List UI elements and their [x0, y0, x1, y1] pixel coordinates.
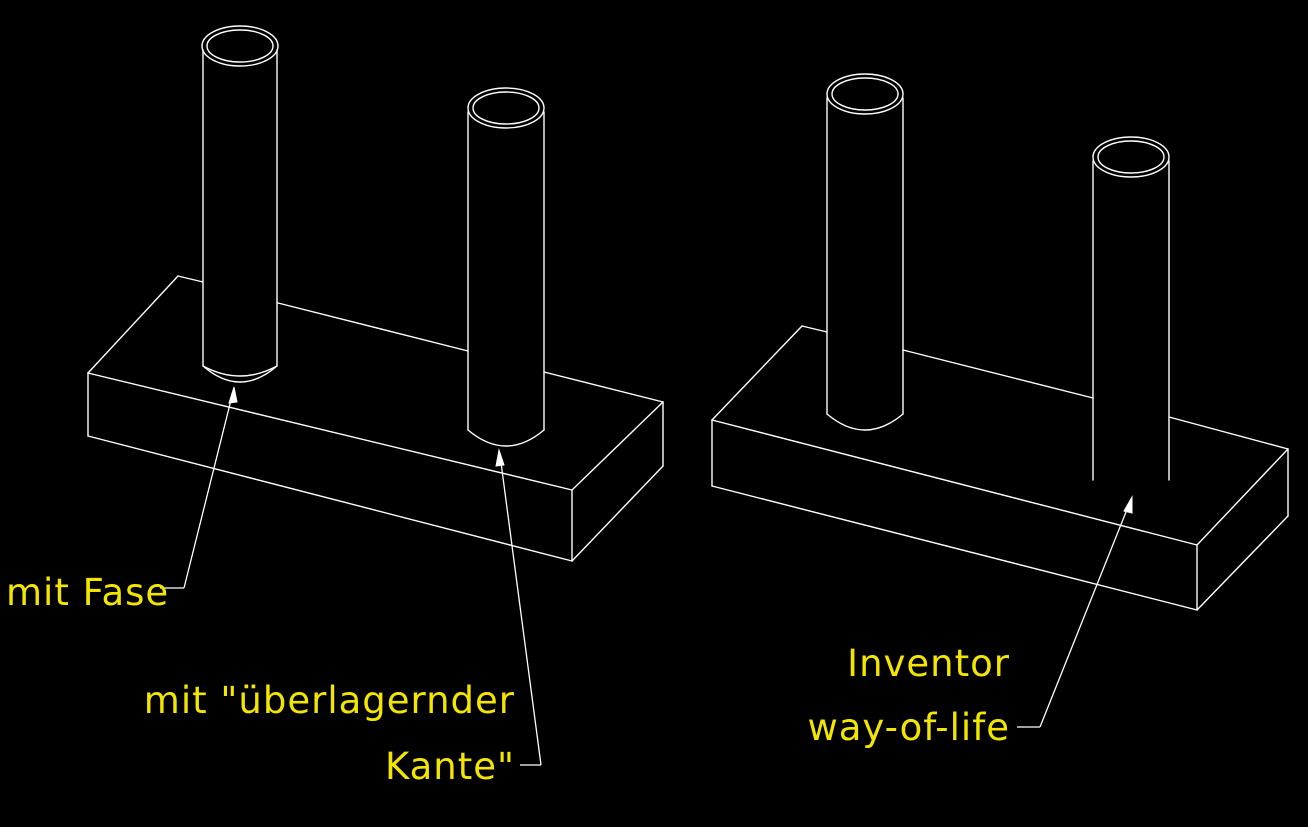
annotation-inventor-line2: way-of-life [807, 706, 1010, 749]
right-block-top-back-edge-b [902, 349, 1094, 399]
annotation-ueberlagernd-line2: Kante" [385, 745, 515, 788]
annotation-ueberlagernd-line1: mit "überlagernder [144, 679, 515, 722]
left-block-right-top-edge [571, 401, 664, 491]
pin4-top-inner [1097, 140, 1165, 174]
pin1-top-outer [201, 25, 279, 67]
pin2-top-outer [467, 87, 545, 129]
left-block-bottom-right-edge [571, 465, 664, 562]
right-block-top-left-edge [711, 325, 803, 421]
pin3-top-inner [831, 77, 899, 111]
left-block-bottom-front-edge [87, 435, 573, 562]
left-pin-chamfer [201, 25, 279, 383]
arrowhead [495, 448, 505, 467]
right-pin-1 [826, 73, 904, 431]
right-model [711, 73, 1289, 611]
pin1-bottom-curve [202, 365, 278, 383]
pin3-bottom-curve [826, 413, 904, 431]
left-block-top-back-edge-c [543, 371, 664, 403]
left-block-top-back-edge-b [277, 302, 469, 352]
left-base-block [87, 275, 664, 562]
left-pin-overlap [467, 87, 545, 447]
right-block-top-front-edge [711, 419, 1198, 546]
left-model [87, 25, 664, 562]
left-block-top-left-edge [87, 275, 179, 374]
left-block-top-front-edge [87, 372, 573, 491]
right-pin-2 [1092, 136, 1170, 481]
arrowhead [228, 386, 238, 404]
right-block-bottom-right-edge [1196, 515, 1289, 611]
right-block-top-back-edge-c [1168, 416, 1289, 450]
leader-mit-fase [160, 386, 238, 589]
right-block-right-top-edge [1196, 448, 1289, 546]
leader-ueberlagernd [495, 448, 542, 766]
pin1-bottom-chamfer [202, 365, 278, 377]
annotation-inventor-line1: Inventor [847, 642, 1010, 685]
right-block-top-back-edge-a [801, 325, 828, 333]
leader-inventor [1017, 495, 1133, 728]
pin2-bottom-curve [467, 429, 545, 447]
pin3-top-outer [826, 73, 904, 115]
pin4-top-outer [1092, 136, 1170, 178]
pin2-top-inner [472, 91, 540, 125]
annotation-mit-fase: mit Fase [6, 571, 169, 614]
right-base-block [711, 325, 1289, 611]
arrowhead [1123, 495, 1133, 514]
pin1-top-inner [206, 29, 274, 63]
left-block-top-back-edge-a [177, 275, 204, 283]
right-block-bottom-front-edge [711, 485, 1198, 611]
